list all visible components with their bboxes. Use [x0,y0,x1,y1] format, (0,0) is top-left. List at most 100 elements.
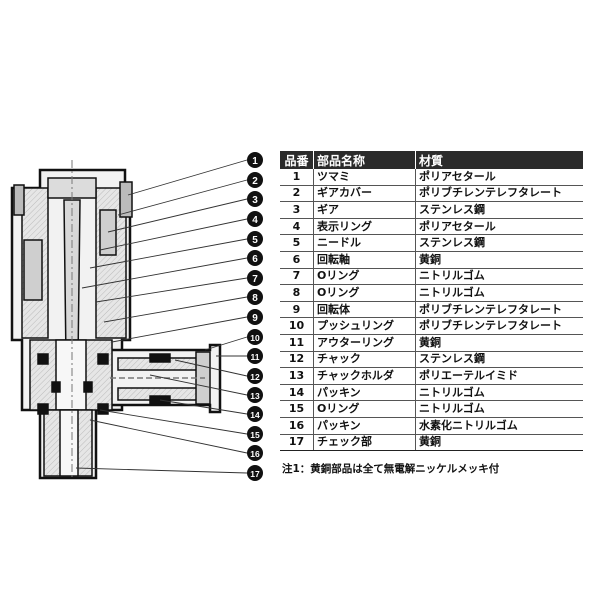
svg-text:4: 4 [252,215,258,226]
cell-part-number: 5 [280,234,314,252]
callout-11: 11 [247,348,263,364]
cell-material: 黄銅 [415,251,583,269]
header-part-number: 品番 [280,151,314,169]
cell-material: 黄銅 [415,434,583,452]
cell-part-number: 14 [280,384,314,402]
cell-material: ニトリルゴム [415,268,583,286]
cell-part-name: ギア [313,201,416,219]
cell-part-number: 4 [280,218,314,236]
svg-text:2: 2 [252,176,258,187]
cell-part-name: プッシュリング [313,317,416,335]
callout-4: 4 [247,211,263,227]
table-header-row: 品番 部品名称 材質 [280,151,583,169]
cell-part-number: 13 [280,367,314,385]
cell-material: ポリエーテルイミド [415,367,583,385]
cell-part-number: 11 [280,334,314,352]
cell-material: ステンレス鋼 [415,351,583,369]
leader-lines [75,159,248,474]
cell-material: 黄銅 [415,334,583,352]
svg-text:5: 5 [252,235,258,246]
cell-part-number: 16 [280,417,314,435]
cell-material: 水素化ニトリルゴム [415,417,583,435]
cell-material: ポリブチレンテレフタレート [415,317,583,335]
svg-text:6: 6 [252,254,258,265]
svg-text:14: 14 [250,410,260,420]
cell-part-name: ギアカバー [313,185,416,203]
callout-2: 2 [247,172,263,188]
callout-16: 16 [247,445,263,461]
cell-part-number: 7 [280,268,314,286]
cell-material: ポリアセタール [415,218,583,236]
callout-12: 12 [247,368,263,384]
cell-part-number: 6 [280,251,314,269]
svg-text:11: 11 [251,352,260,362]
svg-text:10: 10 [250,333,260,343]
callout-9: 9 [247,309,263,325]
cell-part-name: チャック [313,351,416,369]
cell-material: ニトリルゴム [415,384,583,402]
cell-part-number: 3 [280,201,314,219]
callout-15: 15 [247,426,263,442]
cell-part-number: 15 [280,400,314,418]
cell-part-number: 10 [280,317,314,335]
callout-3: 3 [247,191,263,207]
svg-text:16: 16 [250,449,260,459]
svg-text:15: 15 [250,430,260,440]
cell-part-name: Oリング [313,284,416,302]
footnote: 注1：黄銅部品は全て無電解ニッケルメッキ付 [282,463,500,475]
callout-1: 1 [247,152,263,168]
callout-10: 10 [247,329,263,345]
inner-parts [13,177,211,477]
callout-17: 17 [247,465,263,481]
cell-part-number: 9 [280,301,314,319]
svg-text:1: 1 [252,156,258,167]
cell-part-name: ツマミ [313,169,416,186]
cell-part-name: Oリング [313,268,416,286]
cell-part-number: 12 [280,351,314,369]
callout-7: 7 [247,270,263,286]
header-part-name: 部品名称 [313,151,416,169]
callout-13: 13 [247,387,263,403]
cell-part-name: 回転軸 [313,251,416,269]
cell-part-name: Oリング [313,400,416,418]
cell-part-number: 2 [280,185,314,203]
svg-text:8: 8 [252,293,258,304]
svg-text:7: 7 [252,274,258,285]
callout-6: 6 [247,250,263,266]
cell-part-name: パッキン [313,417,416,435]
cell-material: ポリブチレンテレフタレート [415,301,583,319]
cell-part-number: 1 [280,169,314,186]
callout-markers: 1 2 3 4 5 6 7 8 9 10 11 12 13 14 15 16 1… [247,152,263,481]
cell-part-name: 回転体 [313,301,416,319]
callout-14: 14 [247,406,263,422]
cell-material: ポリブチレンテレフタレート [415,185,583,203]
cell-part-name: パッキン [313,384,416,402]
cell-part-name: ニードル [313,234,416,252]
svg-text:17: 17 [250,469,260,479]
cell-part-name: チャックホルダ [313,367,416,385]
cell-part-name: チェック部 [313,434,416,452]
svg-text:3: 3 [252,195,258,206]
cell-material: ステンレス鋼 [415,201,583,219]
cell-material: ニトリルゴム [415,400,583,418]
cell-material: ニトリルゴム [415,284,583,302]
